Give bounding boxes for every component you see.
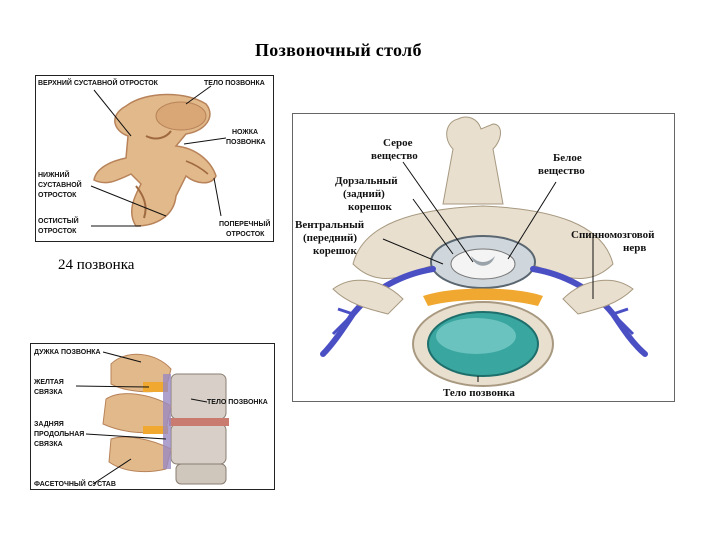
label-dorsal-2: (задний): [343, 188, 385, 200]
label-ventral-1: Вентральный: [295, 219, 365, 231]
label-nerve-2: нерв: [623, 242, 646, 254]
slide-caption: 24 позвонка: [58, 257, 134, 274]
label-dorsal-3: корешок: [348, 201, 392, 213]
label-posterior-1: ЗАДНЯЯ: [34, 421, 64, 428]
label-grey-2: вещество: [371, 150, 418, 162]
label-ventral-3: корешок: [313, 245, 357, 257]
label-body: ТЕЛО ПОЗВОНКА: [207, 399, 268, 406]
vertebra-side-panel: ВЕРХНИЙ СУСТАВНОЙ ОТРОСТОК ТЕЛО ПОЗВОНКА…: [35, 75, 274, 242]
spine-segment-panel: ДУЖКА ПОЗВОНКА ЖЕЛТАЯ СВЯЗКА ТЕЛО ПОЗВОН…: [30, 343, 275, 490]
label-lower-process-2: СУСТАВНОЙ: [38, 180, 82, 189]
label-spinous-1: ОСТИСТЫЙ: [38, 216, 79, 225]
label-yellow-2: СВЯЗКА: [34, 389, 63, 396]
label-ventral-2: (передний): [303, 232, 357, 244]
label-arch: ДУЖКА ПОЗВОНКА: [34, 349, 101, 356]
label-white-2: вещество: [538, 165, 585, 177]
vertebra-figure: [94, 94, 216, 226]
slide-title: Позвоночный столб: [255, 40, 422, 61]
label-white-1: Белое: [553, 152, 582, 164]
label-transverse-2: ОТРОСТОК: [226, 231, 265, 238]
label-pedicle-2: ПОЗВОНКА: [226, 139, 266, 146]
label-transverse-1: ПОПЕРЕЧНЫЙ: [219, 219, 270, 228]
label-upper-process: ВЕРХНИЙ СУСТАВНОЙ ОТРОСТОК: [38, 78, 159, 87]
label-nerve-1: Спинномозговой: [571, 229, 655, 241]
label-dorsal-1: Дорзальный: [335, 175, 398, 187]
label-yellow-1: ЖЕЛТАЯ: [33, 379, 64, 386]
label-posterior-3: СВЯЗКА: [34, 441, 63, 448]
label-pedicle-1: НОЖКА: [232, 129, 258, 136]
spine-segment-illustration: ДУЖКА ПОЗВОНКА ЖЕЛТАЯ СВЯЗКА ТЕЛО ПОЗВОН…: [31, 344, 274, 489]
label-body: Тело позвонка: [443, 387, 515, 399]
label-grey-1: Серое: [383, 137, 413, 149]
cross-section-panel: Серое вещество Белое вещество Дорзальный…: [292, 113, 675, 402]
label-facet: ФАСЕТОЧНЫЙ СУСТАВ: [34, 479, 116, 488]
label-spinous-2: ОТРОСТОК: [38, 228, 77, 235]
label-body: ТЕЛО ПОЗВОНКА: [204, 80, 265, 87]
vertebra-side-illustration: ВЕРХНИЙ СУСТАВНОЙ ОТРОСТОК ТЕЛО ПОЗВОНКА…: [36, 76, 273, 241]
label-lower-process-3: ОТРОСТОК: [38, 192, 77, 199]
label-lower-process-1: НИЖНИЙ: [38, 170, 70, 179]
label-posterior-2: ПРОДОЛЬНАЯ: [34, 431, 84, 438]
cross-section-illustration: Серое вещество Белое вещество Дорзальный…: [293, 114, 674, 401]
